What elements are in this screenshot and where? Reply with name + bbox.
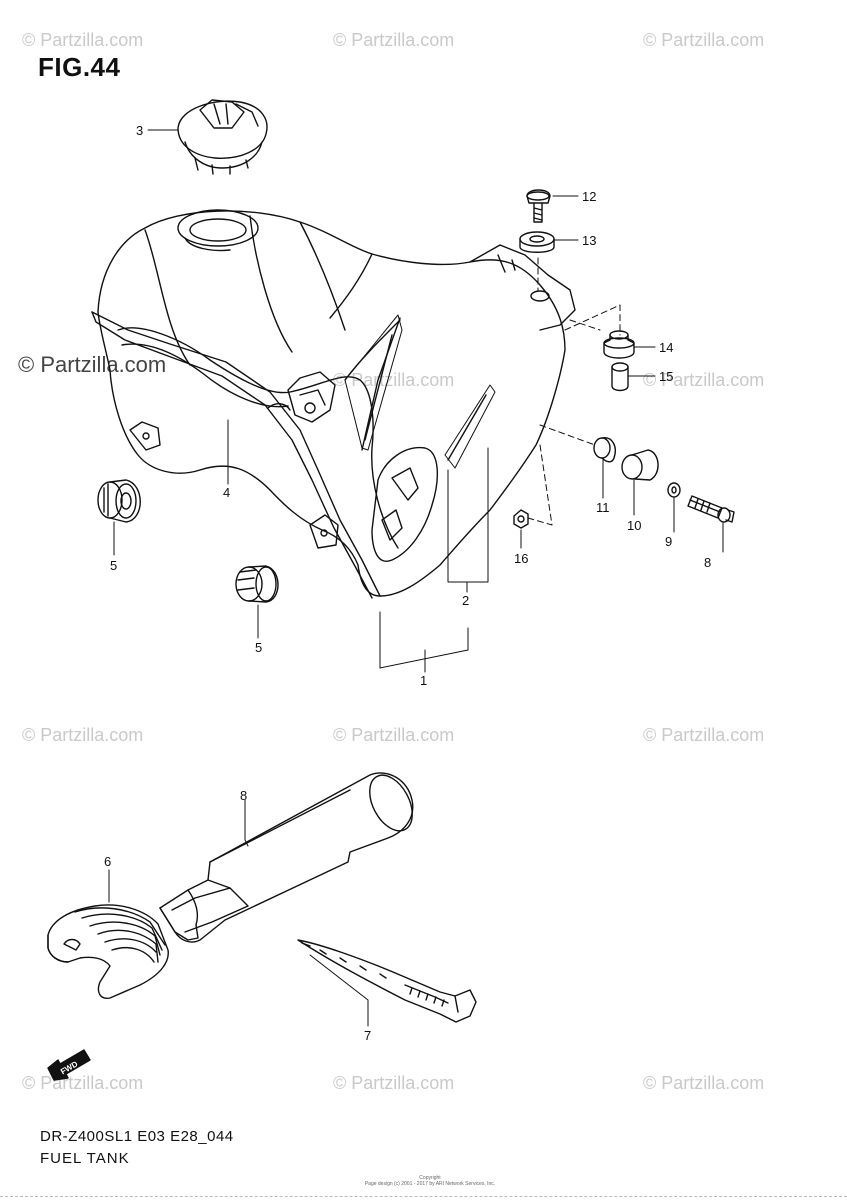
watermark: © Partzilla.com	[333, 725, 455, 745]
fuel-tank	[97, 209, 576, 597]
figure-title: FIG.44	[38, 52, 121, 82]
callout-11: 10	[627, 518, 641, 533]
collar-16	[611, 362, 629, 392]
fuel-cap	[177, 99, 268, 175]
assembly-lines	[527, 257, 621, 526]
nut-17	[513, 509, 529, 529]
copyright-title: Copyright	[419, 1175, 441, 1181]
watermark: © Partzilla.com	[643, 370, 765, 390]
callout-6: 6	[104, 854, 111, 869]
callout-1: 1	[420, 673, 427, 688]
callout-13: 12	[582, 189, 596, 204]
page-bottom-rule	[0, 1196, 847, 1197]
callout-14: 13	[582, 233, 596, 248]
callout-4: 4	[223, 485, 230, 500]
cable-tie	[297, 939, 477, 1023]
decal-outline	[344, 314, 496, 469]
watermark: © Partzilla.com	[333, 370, 455, 390]
callout-9: 8	[704, 555, 711, 570]
watermark: © Partzilla.com	[18, 352, 167, 377]
roller-5-a	[97, 479, 141, 523]
washer-10	[667, 482, 681, 498]
callout-5: 5	[110, 558, 117, 573]
watermark: © Partzilla.com	[333, 1073, 455, 1093]
section-name: FUEL TANK	[40, 1150, 130, 1167]
heat-shield	[159, 772, 414, 943]
fwd-arrow-icon	[47, 1049, 91, 1081]
callout-15: 14	[659, 340, 673, 355]
callout-5: 5	[255, 640, 262, 655]
callout-3: 3	[136, 123, 143, 138]
cushion-11	[621, 449, 659, 481]
tank-cushion	[91, 311, 381, 599]
callout-12: 11	[596, 500, 610, 515]
callout-8: 8	[240, 788, 247, 803]
callout-10: 9	[665, 534, 672, 549]
callout-17: 16	[514, 551, 528, 566]
cushion-15	[603, 330, 635, 359]
copyright-text: Page design (c) 2001 - 2017 by ARI Netwo…	[364, 1181, 496, 1187]
callout-2: 2	[462, 593, 469, 608]
watermark: © Partzilla.com	[643, 725, 765, 745]
exhaust-clamp	[47, 904, 169, 999]
callout-16: 15	[659, 369, 673, 384]
copyright: Copyright Page design (c) 2001 - 2017 by…	[340, 1175, 520, 1187]
callout-7: 7	[364, 1028, 371, 1043]
callout-labels: 3 12 13 14 15 4 5 5 11 10 9 8 16 2 1 8 6…	[59, 123, 711, 1076]
bolt-9	[687, 495, 735, 523]
grommet-14	[519, 231, 555, 253]
watermark: © Partzilla.com	[22, 30, 144, 50]
watermark: © Partzilla.com	[22, 725, 144, 745]
roller-5-b	[235, 565, 279, 603]
leader-lines	[108, 129, 724, 1027]
cushion-12	[593, 437, 616, 463]
watermark: © Partzilla.com	[333, 30, 455, 50]
model-code: DR-Z400SL1 E03 E28_044	[40, 1128, 234, 1145]
bolt-13	[526, 189, 551, 223]
watermark: © Partzilla.com	[643, 1073, 765, 1093]
watermark: © Partzilla.com	[643, 30, 765, 50]
